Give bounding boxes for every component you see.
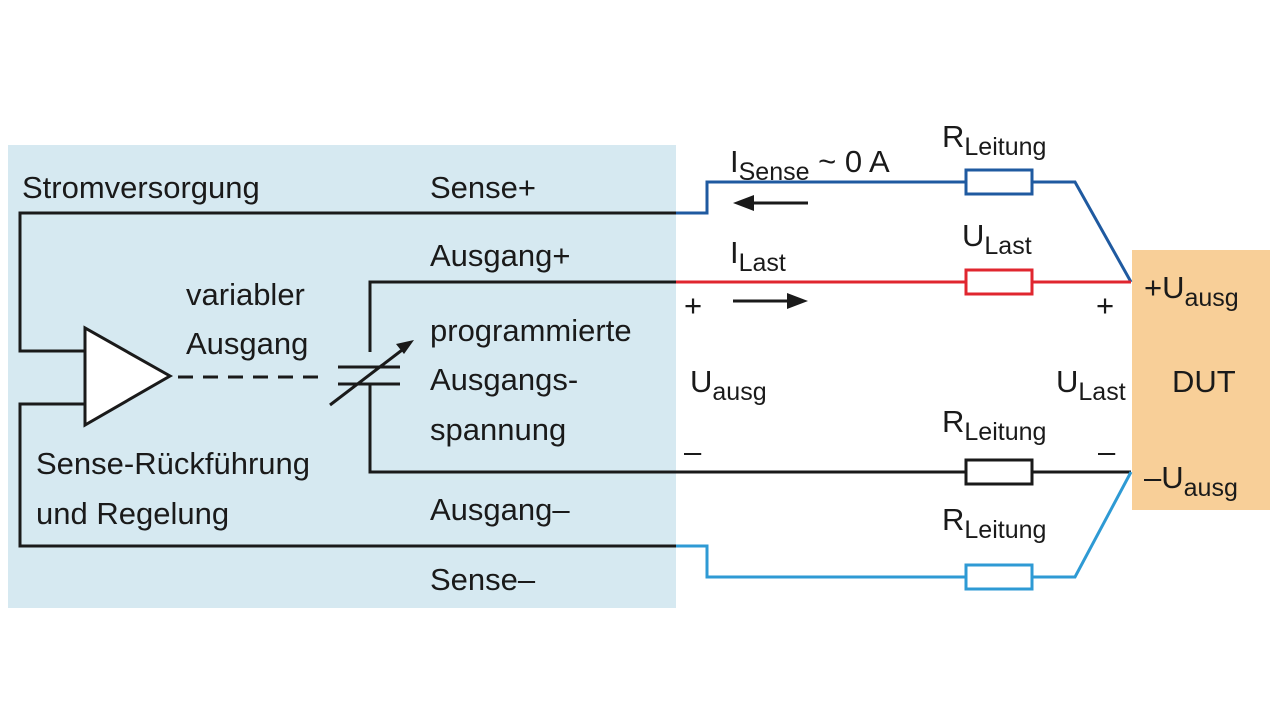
- i-sense-arrow: [733, 195, 808, 211]
- r-leitung-label-output-minus: RLeitung: [942, 404, 1046, 446]
- amplifier-symbol: [83, 325, 174, 428]
- resistor-output-plus: [964, 268, 1034, 296]
- resistor-sense-minus: [964, 563, 1034, 591]
- u-last-label-dut: ULast: [1056, 364, 1126, 406]
- power-supply-title: Stromversorgung: [22, 170, 260, 205]
- programmed-voltage-line3: spannung: [430, 412, 566, 447]
- resistor-sense-plus: [964, 168, 1034, 196]
- dut-label: DUT: [1172, 364, 1236, 399]
- r-leitung-label-sense-plus: RLeitung: [942, 119, 1046, 161]
- variable-output-line1: variabler: [186, 277, 305, 312]
- minus-u-ausg-label: –Uausg: [1144, 460, 1238, 502]
- plus-sign-supply: +: [684, 288, 702, 323]
- sense-minus-line: [676, 471, 1133, 579]
- output-plus-internal-wire: [368, 280, 676, 352]
- variable-output-line2: Ausgang: [186, 326, 308, 361]
- r-leitung-label-sense-minus: RLeitung: [942, 502, 1046, 544]
- dut-box: [1132, 250, 1270, 510]
- variable-source-symbol: [329, 340, 414, 407]
- sense-minus-internal-wire: [18, 402, 676, 548]
- sense-feedback-line2: und Regelung: [36, 496, 229, 531]
- i-sense-label: ISense ~ 0 A: [730, 144, 890, 186]
- i-last-label: ILast: [730, 235, 786, 277]
- i-last-arrow: [733, 293, 808, 309]
- terminal-output-minus: Ausgang–: [430, 492, 570, 527]
- sense-plus-line: [676, 180, 1133, 283]
- plus-u-ausg-label: +Uausg: [1144, 270, 1239, 312]
- sense-feedback-line1: Sense-Rückführung: [36, 446, 310, 481]
- minus-sign-supply: –: [684, 434, 702, 469]
- u-ausg-label: Uausg: [690, 364, 767, 406]
- u-last-label-resistor: ULast: [962, 218, 1032, 260]
- programmed-voltage-line2: Ausgangs-: [430, 362, 578, 397]
- internal-wiring: [18, 211, 676, 548]
- minus-sign-dut: –: [1098, 434, 1116, 469]
- terminal-sense-plus: Sense+: [430, 170, 536, 205]
- sense-plus-internal-wire: [18, 211, 676, 353]
- output-minus-internal-wire: [368, 384, 676, 474]
- programmed-voltage-line1: programmierte: [430, 313, 632, 348]
- terminal-sense-minus: Sense–: [430, 562, 536, 597]
- plus-sign-dut: +: [1096, 288, 1114, 323]
- resistor-output-minus: [964, 458, 1034, 486]
- terminal-output-plus: Ausgang+: [430, 238, 570, 273]
